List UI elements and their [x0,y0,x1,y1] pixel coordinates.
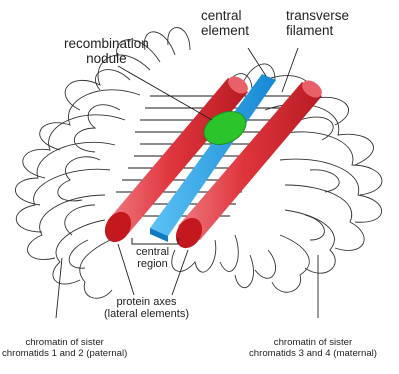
label-central-region: central region [136,246,169,271]
label-protein-axes-line1: protein axes [104,296,189,308]
label-central-element: central element [201,8,249,38]
pointer-protein-axes-left [118,244,134,295]
label-central-element-line1: central [201,8,249,23]
pointer-transverse-filament [282,48,298,92]
pointer-chromatin-1-2 [56,258,62,318]
label-chromatin-sister-1-2: chromatin of sister chromatids 1 and 2 (… [2,338,127,359]
label-central-region-line1: central [136,246,169,258]
label-recombination-nodule-line2: nodule [64,51,149,66]
label-transverse-filament-line1: transverse [286,8,349,23]
label-protein-axes: protein axes (lateral elements) [104,296,189,321]
label-chromatin-sister-3-4: chromatin of sister chromatids 3 and 4 (… [249,338,377,359]
label-chromatin-sister-3-4-line2: chromatids 3 and 4 (maternal) [249,349,377,360]
label-recombination-nodule: recombination nodule [64,36,149,66]
pointer-protein-axes-right [172,250,188,295]
label-protein-axes-line2: (lateral elements) [104,308,189,320]
label-recombination-nodule-line1: recombination [64,36,149,51]
central-region-bracket [132,238,178,244]
pointer-recombination-nodule [118,66,212,120]
label-central-region-line2: region [136,258,169,270]
label-transverse-filament-line2: filament [286,23,349,38]
label-chromatin-sister-1-2-line2: chromatids 1 and 2 (paternal) [2,349,127,360]
label-central-element-line2: element [201,23,249,38]
label-transverse-filament: transverse filament [286,8,349,38]
